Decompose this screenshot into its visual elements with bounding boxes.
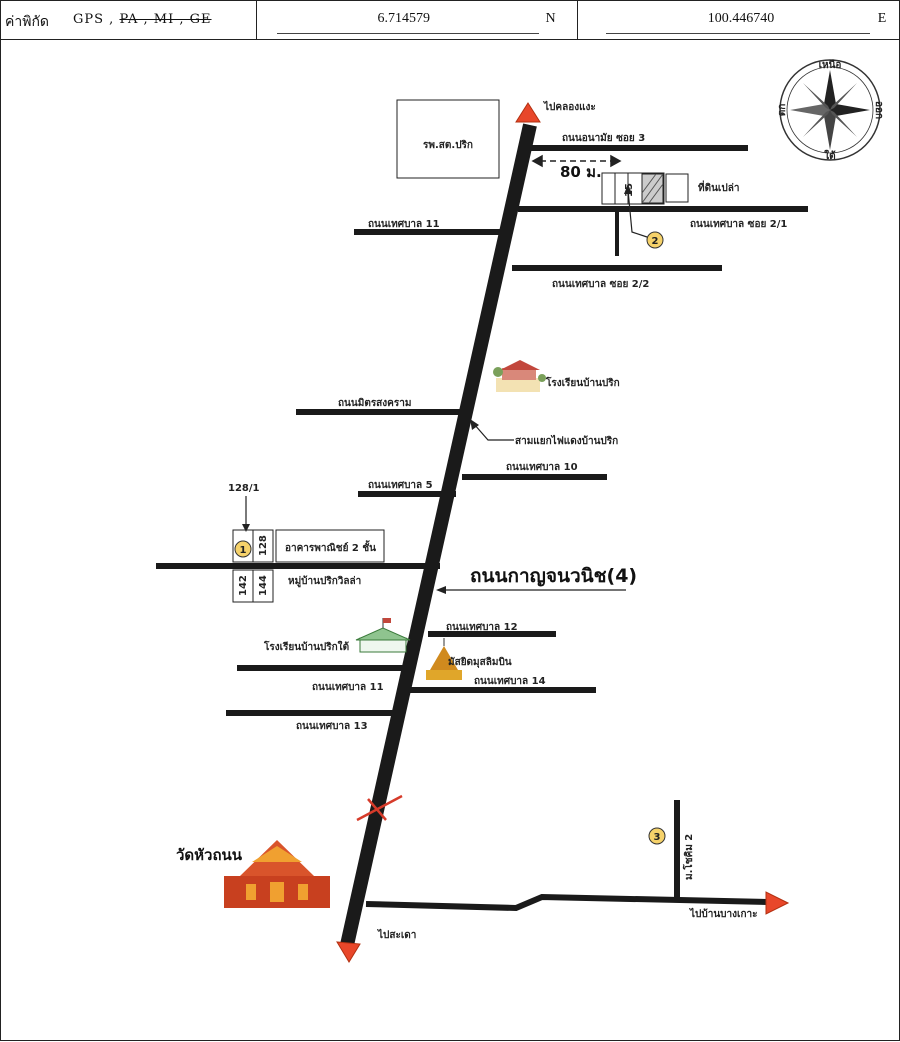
shophouse-lots	[232, 529, 385, 603]
moo-2-label: ม.โชคิม 2	[682, 834, 695, 880]
longitude-value: 100.446740	[707, 11, 775, 26]
shophouse-label: อาคารพาณิชย์ 2 ชั้น	[285, 540, 376, 554]
label-road-thesaban-10: ถนนเทศบาล 10	[506, 462, 578, 473]
arrow-east-icon	[765, 891, 790, 915]
gps-type: GPS , PA , MI , GE	[73, 12, 212, 27]
hospital-building	[396, 99, 500, 179]
label-road-thesaban-5: ถนนเทศบาล 5	[368, 480, 433, 491]
label-road-thesaban-12: ถนนเทศบาล 12	[446, 622, 518, 633]
latitude-unit: N	[545, 11, 556, 26]
house-144: 144	[258, 575, 269, 596]
side-roads	[156, 145, 808, 912]
marker-1-number: 1	[240, 545, 247, 556]
house-128-1: 128/1	[228, 483, 260, 494]
main-road-arrowhead-icon	[436, 586, 446, 594]
pointer-arrowhead-traffic-icon	[470, 419, 479, 430]
house-128: 128	[258, 535, 269, 556]
longitude-underline	[605, 33, 870, 34]
school-ban-prik-tai-label: โรงเรียนบ้านปริกใต้	[263, 640, 349, 653]
label-road-thesaban-14: ถนนเทศบาล 14	[474, 676, 546, 687]
label-road-mitsongkhram: ถนนมิตรสงคราม	[338, 397, 411, 409]
coordinate-label: ค่าพิกัด	[5, 14, 50, 30]
compass-west: ตก	[777, 104, 788, 117]
label-road-thesaban-2-2: ถนนเทศบาล ซอย 2/2	[552, 279, 649, 290]
gps-label-cell: ค่าพิกัด GPS , PA , MI , GE	[1, 1, 258, 39]
compass-south: ใต้	[824, 149, 835, 162]
school-ban-prik-label: โรงเรียนบ้านปริก	[545, 376, 620, 389]
school-ban-prik-tai-icon	[355, 618, 411, 653]
hospital-label: รพ.สต.ปริก	[423, 139, 473, 151]
label-road-thesaban-11-bottom: ถนนเทศบาล 11	[312, 682, 384, 693]
label-road-anamai-3: ถนนอนามัย ซอย 3	[562, 132, 645, 144]
label-to-khlong-ngae: ไปคลองแงะ	[543, 100, 596, 113]
arrow-south-icon	[336, 941, 361, 963]
latitude-underline	[277, 33, 540, 34]
vacant-land-label: ที่ดินเปล่า	[698, 180, 739, 194]
traffic-light-label: สามแยกไฟแดงบ้านปริก	[515, 434, 618, 447]
label-road-thesaban-13: ถนนเทศบาล 13	[296, 721, 368, 732]
pointer-arrowhead-128-1-icon	[242, 524, 250, 532]
temple-icon	[224, 840, 330, 908]
marker-2	[646, 231, 664, 249]
label-road-thesaban-2-1: ถนนเทศบาล ซอย 2/1	[690, 219, 787, 230]
latitude-value: 6.714579	[377, 11, 430, 26]
vacant-lot	[601, 172, 689, 205]
gps-struck: PA , MI , GE	[119, 12, 212, 27]
marker-2-number: 2	[652, 236, 659, 247]
label-to-ban-bang-ko: ไปบ้านบางเกาะ	[689, 907, 757, 920]
marker-3	[648, 827, 666, 845]
label-road-thesaban-11-top: ถนนเทศบาล 11	[368, 219, 440, 230]
label-to-sadao: ไปสะเดา	[377, 928, 416, 941]
school-ban-prik-icon	[493, 360, 546, 392]
gps-prefix: GPS ,	[73, 12, 115, 27]
latitude-cell: 6.714579 N	[257, 1, 578, 39]
pointer-traffic-light	[473, 423, 514, 441]
marker-1	[234, 540, 252, 558]
temple-label: วัดหัวถนน	[176, 846, 243, 864]
distance-label: 80 ม.	[560, 163, 602, 181]
compass-rose: เหนือ ใต้ ตก ออก	[777, 59, 884, 162]
longitude-cell: 100.446740 E	[578, 1, 899, 39]
mosque-label: มัสยิดมุสลิมบิน	[448, 656, 512, 668]
compass-east: ออก	[873, 101, 884, 119]
marker-3-number: 3	[654, 832, 661, 843]
cross-mark-icon	[356, 794, 403, 822]
house-142: 142	[238, 575, 249, 596]
longitude-unit: E	[877, 11, 887, 26]
mosque-icon	[426, 638, 462, 680]
arrow-north-icon	[515, 102, 541, 123]
distance-marker	[531, 154, 622, 168]
pointer-arrowhead-2-icon	[624, 184, 632, 194]
pointer-marker-2	[627, 189, 651, 239]
road-east	[365, 893, 769, 912]
village-label: หมู่บ้านปริกวิลล่า	[288, 575, 361, 588]
main-road-label: ถนนกาญจนวนิช(4)	[470, 565, 637, 587]
compass-north: เหนือ	[819, 59, 842, 71]
coordinate-header: ค่าพิกัด GPS , PA , MI , GE 6.714579 N 1…	[0, 0, 900, 40]
